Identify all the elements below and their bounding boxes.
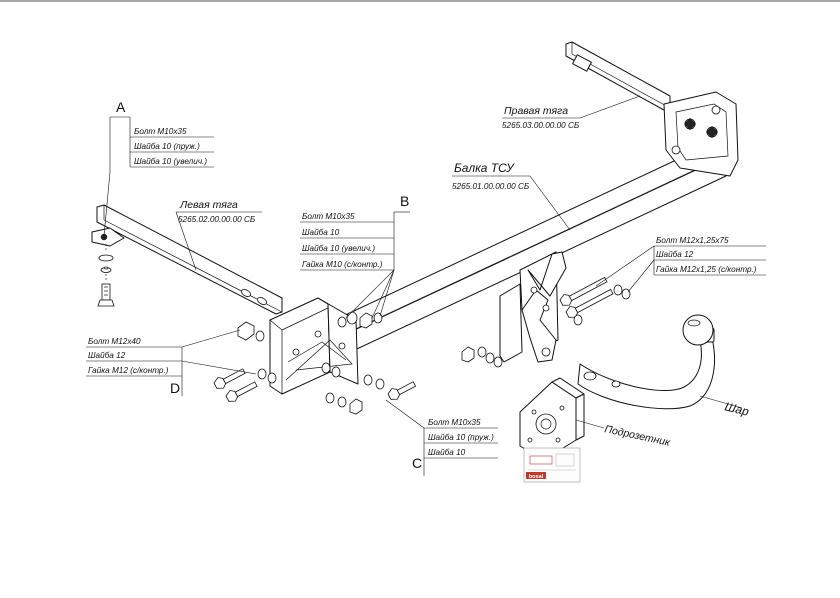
ball-hitch xyxy=(577,314,715,410)
callout-b-lines xyxy=(300,211,410,319)
left-rod xyxy=(91,204,283,315)
hardware-c xyxy=(325,374,417,415)
callout-c-item-2: Шайба 10 (пруж.) xyxy=(428,433,494,442)
callout-d-item-1: Болт М12х40 xyxy=(88,337,141,346)
callout-d-item-3: Гайка М12 (с/контр.) xyxy=(88,366,169,375)
callout-b-item-4: Гайка М10 (с/контр.) xyxy=(302,260,383,269)
socket-leader xyxy=(575,419,605,429)
callout-b-item-2: Шайба 10 xyxy=(302,228,340,237)
callout-a-lines xyxy=(103,116,214,237)
callout-e-item-2: Шайба 12 xyxy=(656,250,694,259)
callout-a-item-1: Болт М10х35 xyxy=(134,127,187,136)
hardware-a xyxy=(97,244,115,307)
callout-d-lines xyxy=(86,329,257,396)
left-rod-leader xyxy=(175,211,262,271)
left-rod-code: 5265.02.00.00.00 СБ xyxy=(178,215,256,224)
right-rod-name: Правая тяга xyxy=(504,105,568,117)
callout-c-letter: C xyxy=(412,455,422,471)
left-bracket xyxy=(269,297,359,395)
callout-d-item-2: Шайба 12 xyxy=(88,351,126,360)
bosal-label: bosal xyxy=(523,447,581,483)
bosal-logo: bosal xyxy=(529,474,544,480)
socket-plate-label: Подрозетник xyxy=(603,423,672,449)
callout-a-item-2: Шайба 10 (пруж.) xyxy=(134,142,200,151)
hardware-d xyxy=(213,321,277,402)
callout-b-item-3: Шайба 10 (увелич.) xyxy=(302,244,375,253)
callout-c-lines xyxy=(385,399,498,476)
right-rod-code: 5265.03.00.00.00 СБ xyxy=(502,121,580,130)
callout-a-item-3: Шайба 10 (увелич.) xyxy=(134,157,207,166)
right-rod-leader xyxy=(502,95,641,119)
callout-d-letter: D xyxy=(170,380,180,396)
left-rod-name: Левая тяга xyxy=(179,199,238,211)
hardware-b xyxy=(321,311,383,378)
hardware-e xyxy=(559,276,631,326)
callout-e-item-3: Гайка М12х1,25 (с/контр.) xyxy=(656,265,757,274)
ball-leader xyxy=(699,395,743,409)
right-rod xyxy=(565,41,739,177)
beam-leader xyxy=(452,175,571,231)
callout-c-item-1: Болт М10х35 xyxy=(428,418,481,427)
callout-b-item-1: Болт М10х35 xyxy=(302,212,355,221)
callout-b-letter: B xyxy=(400,193,409,209)
hardware-center xyxy=(461,346,503,368)
callout-a-letter: A xyxy=(116,99,126,115)
callout-e-lines xyxy=(595,245,766,293)
socket-plate xyxy=(519,377,585,461)
right-bracket xyxy=(499,251,567,363)
callout-c-item-3: Шайба 10 xyxy=(428,448,466,457)
beam-code: 5265.01.00.00.00 СБ xyxy=(452,182,530,191)
ball-label: Шар xyxy=(723,399,750,419)
beam-name: Балка ТСУ xyxy=(454,161,515,175)
callout-e-item-1: Болт М12х1,25х75 xyxy=(656,236,729,245)
